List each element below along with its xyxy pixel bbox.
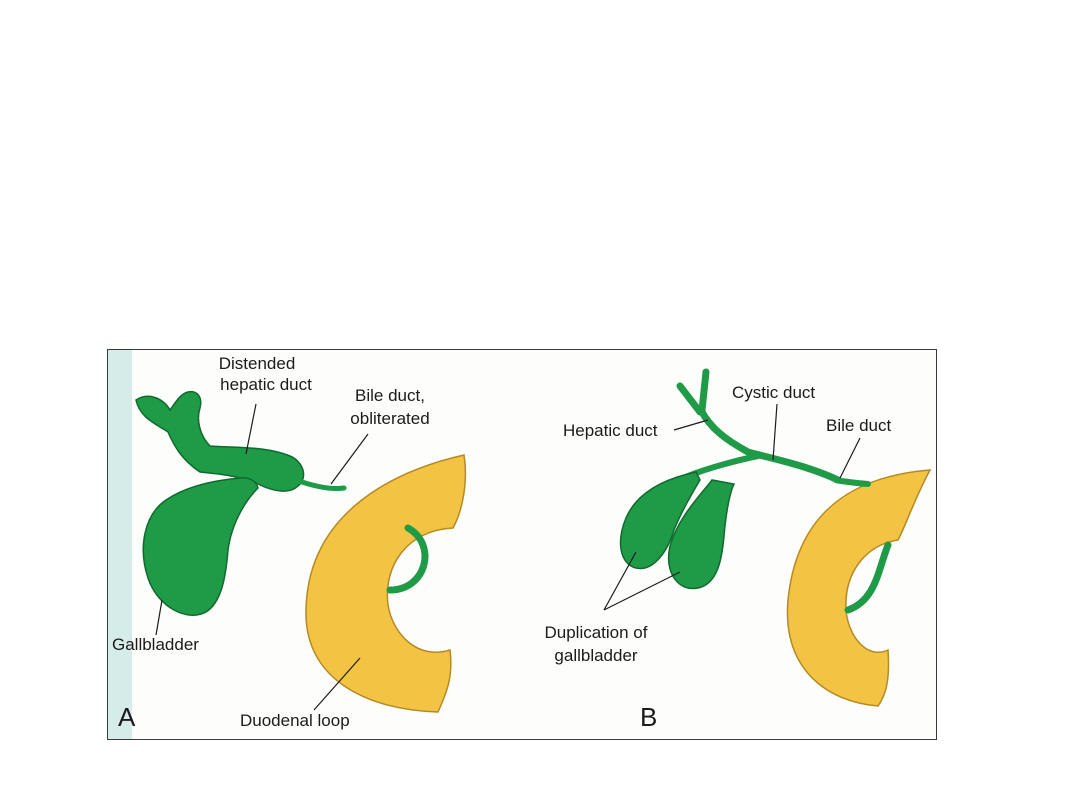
- biliary-anomaly-figure: Distended hepatic duct Bile duct, oblite…: [107, 349, 937, 740]
- cystic-duct-b: [685, 453, 761, 479]
- panel-letter-b: B: [640, 702, 658, 732]
- label-duplication-line1: Duplication of: [544, 623, 648, 642]
- label-duplication-line2: gallbladder: [554, 646, 638, 665]
- duodenal-loop-b: [786, 469, 932, 707]
- gallbladder-duplicate-2: [667, 479, 736, 590]
- label-bile-duct: Bile duct: [826, 416, 892, 435]
- duodenum-strand-b: [844, 541, 892, 614]
- label-distended-line1: Distended: [218, 354, 296, 373]
- label-gallbladder: Gallbladder: [112, 635, 199, 654]
- gallbladder-a: [142, 477, 259, 616]
- duodenum-strand-a: [386, 524, 429, 594]
- distended-hepatic-duct: [135, 390, 305, 492]
- figure-illustration: [108, 350, 932, 739]
- label-bile-duct-line1: Bile duct,: [355, 386, 425, 405]
- obliterated-bile-duct: [293, 477, 347, 491]
- label-cystic-duct: Cystic duct: [732, 383, 816, 402]
- bile-duct-b: [833, 477, 871, 487]
- leader-lines: [155, 403, 861, 711]
- label-duodenal-loop: Duodenal loop: [240, 711, 350, 730]
- panel-letter-a: A: [118, 702, 136, 732]
- side-strip: [108, 350, 132, 739]
- label-bile-duct-line2: obliterated: [350, 409, 430, 428]
- hepatic-duct-b: [676, 368, 842, 484]
- duodenal-loop-a: [305, 454, 467, 713]
- label-hepatic-duct: Hepatic duct: [563, 421, 658, 440]
- gallbladder-duplicate-1: [619, 471, 701, 570]
- label-distended-line2: hepatic duct: [220, 375, 312, 394]
